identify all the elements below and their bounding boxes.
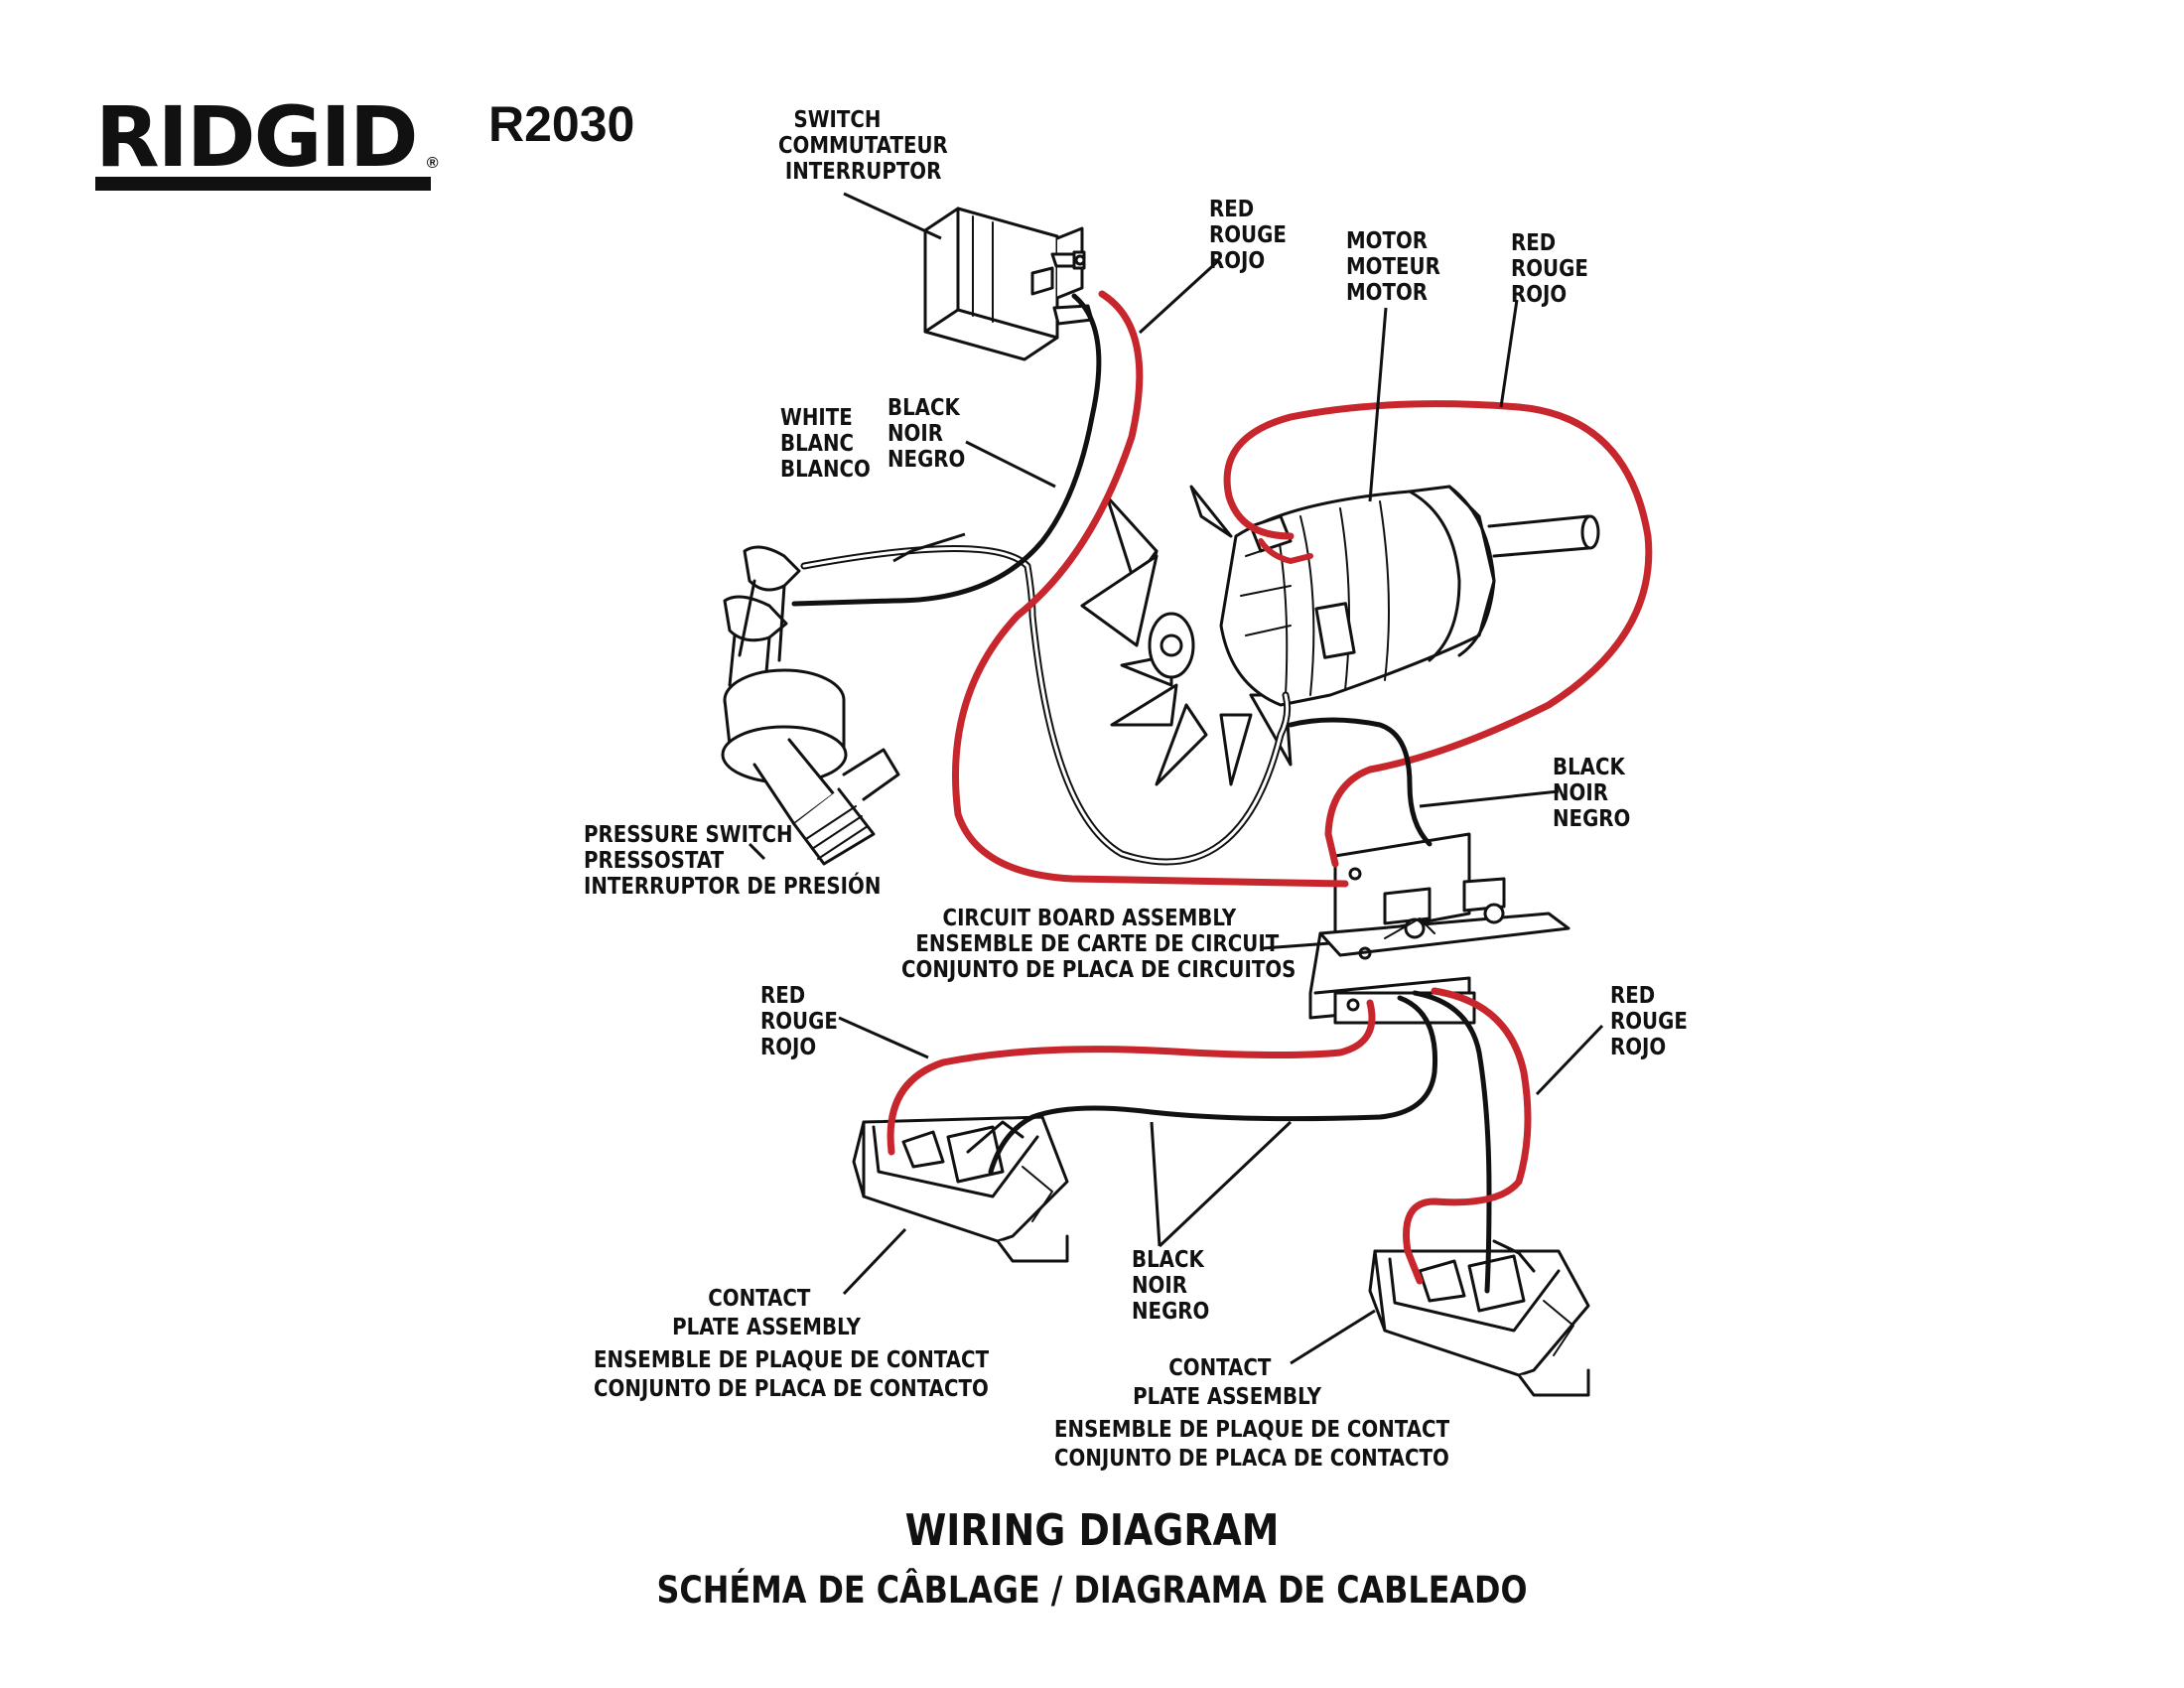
label-switch: SWITCH COMMUTATEUR INTERRUPTOR — [778, 107, 948, 185]
label-red-right-plate-wire: RED ROUGE ROJO — [1610, 983, 1688, 1060]
label-line: BLACK — [887, 395, 960, 421]
label-black-motor-wire: BLACK NOIR NEGRO — [1553, 755, 1630, 832]
label-line: PRESSOSTAT — [584, 848, 725, 874]
red-wire-left-plate — [887, 999, 1376, 1156]
label-line: NEGRO — [887, 447, 966, 473]
leader-lines — [748, 192, 1604, 1365]
label-line: CONJUNTO DE PLACA DE CONTACTO — [594, 1376, 989, 1402]
label-contact-plate-right: CONTACT PLATE ASSEMBLY ENSEMBLE DE PLAQU… — [1054, 1354, 1449, 1474]
label-line: ROUGE — [1209, 222, 1287, 248]
label-line: RED — [760, 983, 806, 1009]
black-wire-left-plate — [988, 995, 1438, 1175]
label-line: BLANC — [780, 431, 855, 457]
model-number: R2030 — [488, 96, 635, 152]
label-line: BLACK — [1553, 755, 1625, 780]
label-red-switch-wire: RED ROUGE ROJO — [1209, 197, 1287, 274]
contact-plate-left-component — [852, 1115, 1069, 1263]
registered-mark: ® — [426, 155, 439, 172]
label-contact-plate-left: CONTACT PLATE ASSEMBLY ENSEMBLE DE PLAQU… — [594, 1285, 989, 1404]
label-line: CONJUNTO DE PLACA DE CIRCUITOS — [901, 957, 1297, 983]
label-line: RED — [1610, 983, 1656, 1009]
ridgid-logo: RIDGID ® — [95, 88, 439, 186]
red-wire-motor — [1223, 400, 1653, 868]
label-line: ENSEMBLE DE PLAQUE DE CONTACT — [594, 1347, 990, 1373]
label-line: MOTOR — [1346, 280, 1429, 306]
label-line: RED — [1511, 230, 1557, 256]
label-line: INTERRUPTOR DE PRESIÓN — [584, 874, 882, 900]
label-circuit-board: CIRCUIT BOARD ASSEMBLY ENSEMBLE DE CARTE… — [901, 906, 1296, 983]
label-line: INTERRUPTOR — [784, 159, 942, 185]
label-line: NEGRO — [1132, 1299, 1210, 1325]
red-wire-right-plate — [1403, 987, 1532, 1285]
motor-component — [1080, 485, 1600, 786]
label-line: PLATE ASSEMBLY — [1133, 1384, 1321, 1410]
label-line: RED — [1209, 197, 1255, 222]
contact-plate-right-component — [1368, 1239, 1590, 1397]
label-black-switch-wire: BLACK NOIR NEGRO — [887, 395, 965, 473]
label-line: PRESSURE SWITCH — [584, 822, 793, 848]
label-line: NOIR — [1132, 1273, 1187, 1299]
switch-component — [923, 207, 1094, 361]
diagram-title: WIRING DIAGRAM — [904, 1505, 1280, 1556]
black-wire-switch — [791, 293, 1102, 607]
label-line: ROJO — [1209, 248, 1266, 274]
red-wire-switch — [952, 290, 1349, 888]
pressure-switch-component — [721, 545, 900, 866]
label-motor: MOTOR MOTEUR MOTOR — [1346, 228, 1440, 306]
label-pressure-switch: PRESSURE SWITCH PRESSOSTAT INTERRUPTOR D… — [584, 822, 881, 900]
label-line: ROJO — [1610, 1035, 1667, 1060]
label-line: CONJUNTO DE PLACA DE CONTACTO — [1054, 1446, 1449, 1472]
label-line: ROJO — [760, 1035, 817, 1060]
label-line: NOIR — [1553, 780, 1608, 806]
label-line: BLACK — [1132, 1247, 1204, 1273]
label-line: MOTOR — [1346, 228, 1429, 254]
brand-name: RIDGID — [95, 88, 419, 186]
label-red-motor-wire: RED ROUGE ROJO — [1511, 230, 1588, 308]
circuit-board-component — [1308, 832, 1570, 1025]
label-line: BLANCO — [780, 457, 871, 483]
label-line: ROJO — [1511, 282, 1568, 308]
label-line: CIRCUIT BOARD ASSEMBLY — [942, 906, 1237, 931]
label-line: SWITCH — [793, 107, 882, 133]
label-red-left-plate-wire: RED ROUGE ROJO — [760, 983, 838, 1060]
black-wire-right-plate — [1412, 990, 1492, 1294]
label-line: ROUGE — [760, 1009, 838, 1035]
diagram-subtitle: SCHÉMA DE CÂBLAGE / DIAGRAMA DE CABLEADO — [656, 1569, 1528, 1612]
label-line: NEGRO — [1553, 806, 1631, 832]
label-line: PLATE ASSEMBLY — [672, 1315, 861, 1340]
label-black-plate-wires: BLACK NOIR NEGRO — [1132, 1247, 1209, 1325]
logo-underline — [95, 177, 431, 191]
label-line: COMMUTATEUR — [778, 133, 948, 159]
black-wire-motor — [1288, 717, 1433, 847]
label-line: ENSEMBLE DE CARTE DE CIRCUIT — [915, 931, 1280, 957]
label-line: ROUGE — [1610, 1009, 1688, 1035]
label-line: WHITE — [780, 405, 853, 431]
label-line: NOIR — [887, 421, 943, 447]
label-white-wire: WHITE BLANC BLANCO — [780, 405, 871, 483]
label-line: MOTEUR — [1346, 254, 1440, 280]
label-line: CONTACT — [708, 1286, 811, 1312]
label-line: CONTACT — [1168, 1355, 1272, 1381]
label-line: ROUGE — [1511, 256, 1588, 282]
label-line: ENSEMBLE DE PLAQUE DE CONTACT — [1054, 1417, 1450, 1443]
